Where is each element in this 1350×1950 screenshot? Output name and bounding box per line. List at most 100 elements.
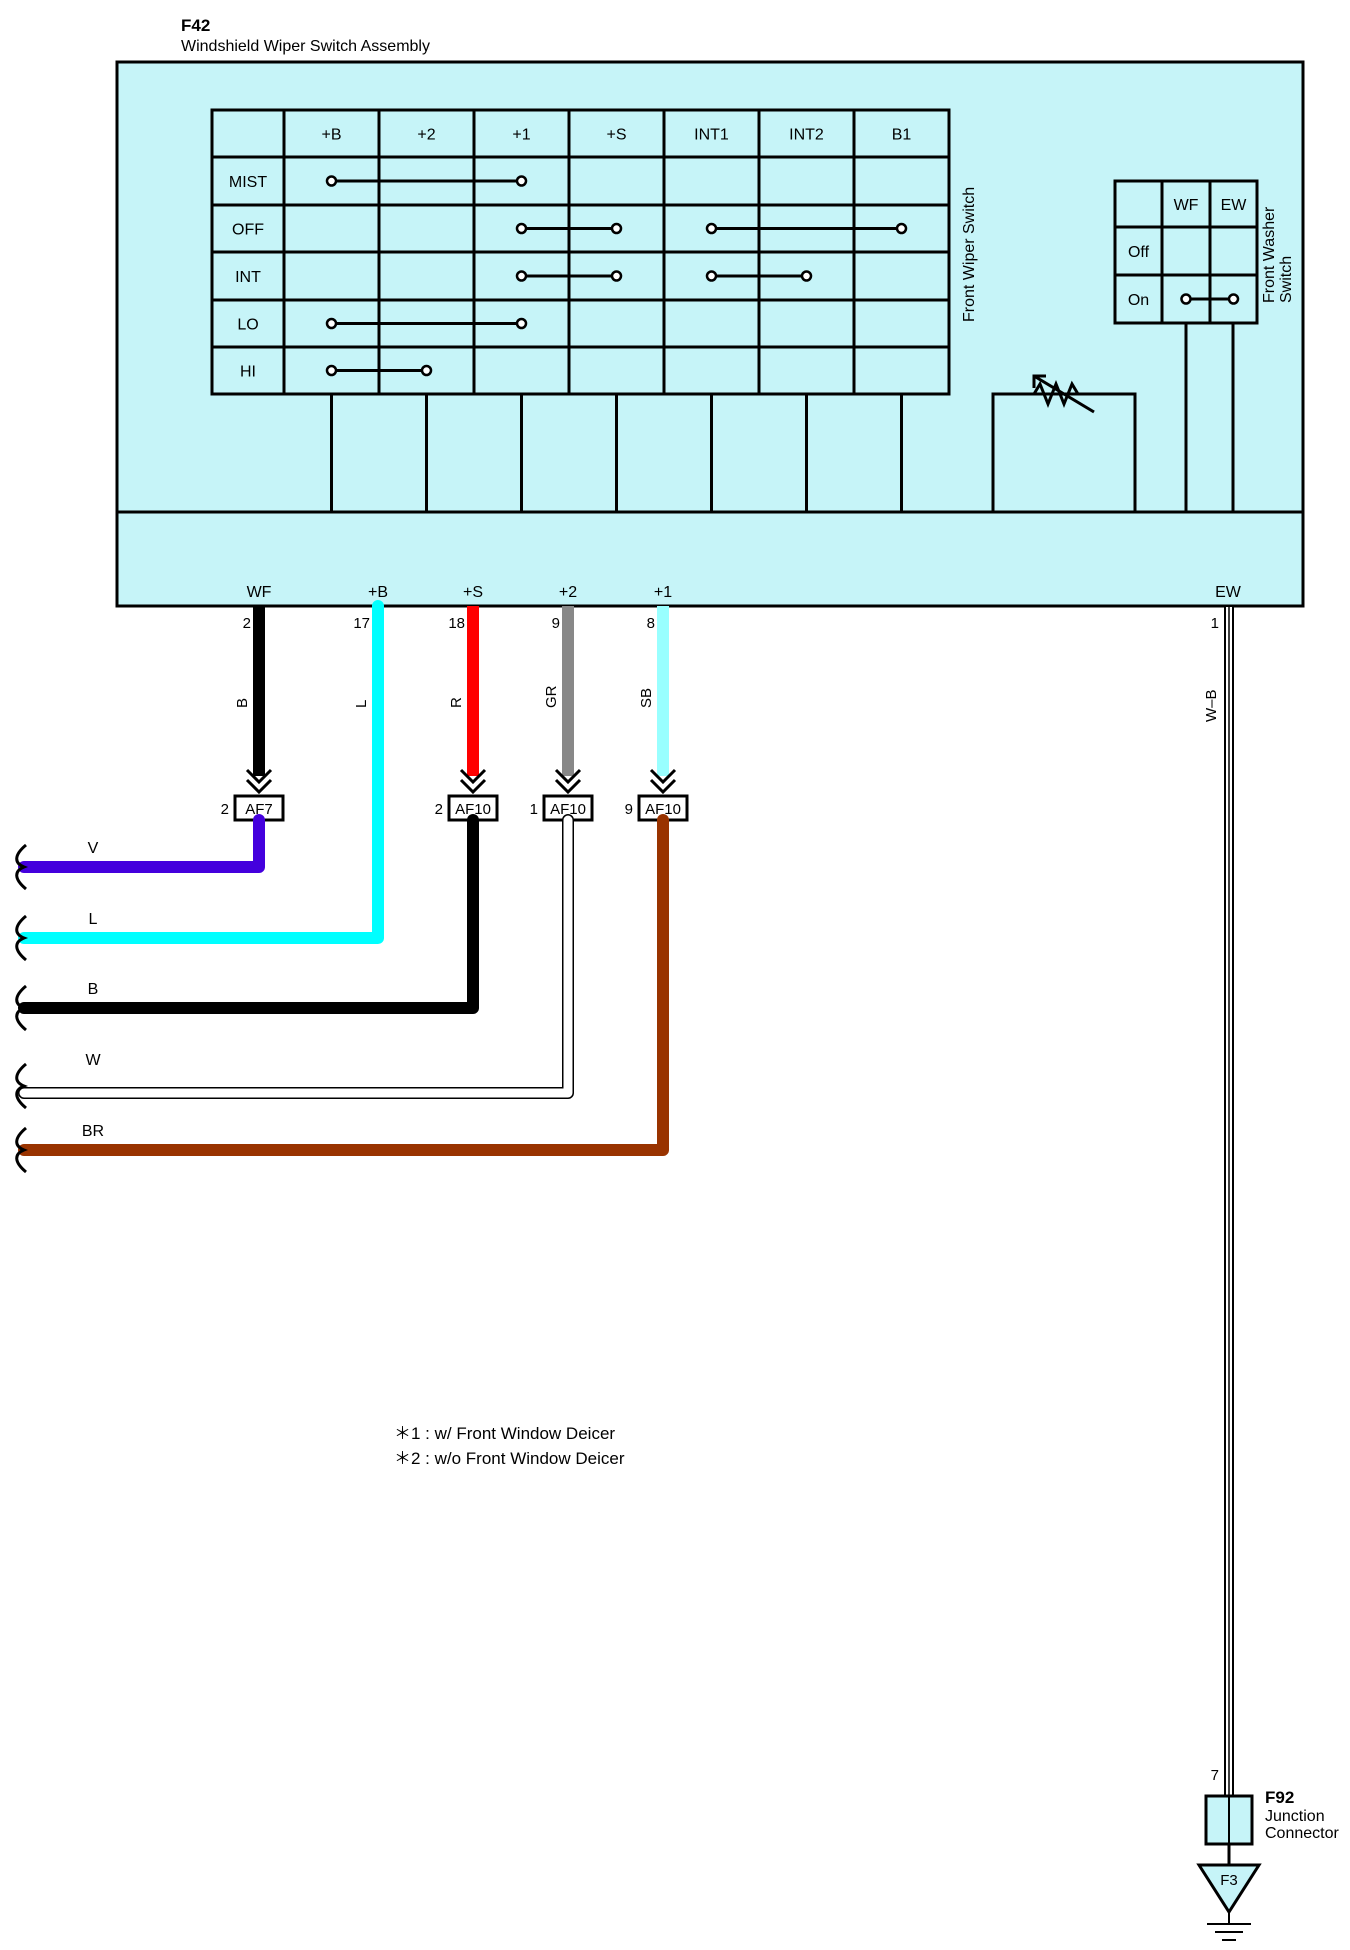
wire-break-icon: [15, 1062, 29, 1110]
washer-col-header: EW: [1221, 197, 1248, 214]
connector-chevron: [554, 768, 582, 785]
resistor-zigzag: [1032, 379, 1080, 409]
ew-wire-color-code: W–B: [1203, 689, 1220, 722]
wire-color-code: L: [353, 700, 370, 708]
ground-triangle: [1196, 1863, 1262, 1915]
wiper-col-header: INT1: [694, 127, 729, 144]
terminal-name: +1: [654, 584, 672, 601]
terminal-pin-number: 18: [448, 615, 465, 632]
wiper-col-header: B1: [892, 127, 912, 144]
wiper-contact-point: [420, 364, 433, 377]
wire-break-icon: [15, 984, 29, 1032]
outgoing-wire-outline: [18, 814, 574, 1099]
ground-icon: [1207, 1912, 1251, 1941]
connector-chevron: [649, 778, 677, 795]
terminal-wire: [562, 606, 574, 776]
washer-row-label: On: [1128, 292, 1149, 309]
outgoing-wire: [18, 814, 479, 1014]
washer-contact-point: [1180, 293, 1192, 305]
outgoing-wire: [19, 815, 573, 1098]
ew-ground-wire: [1224, 605, 1234, 1797]
terminal-wire: [657, 606, 669, 776]
connector-chevron: [245, 768, 273, 785]
wiper-col-header: +2: [417, 127, 435, 144]
wiper-contact-point: [325, 175, 338, 187]
note-2: ＊2 : w/o Front Window Deicer: [394, 1449, 625, 1468]
resistor-arrow-head: [1032, 374, 1046, 388]
wiper-contact-point: [515, 222, 528, 235]
outgoing-wire: [18, 814, 669, 1156]
washer-contact-point: [1227, 293, 1240, 305]
wiper-contact-point: [515, 270, 528, 282]
connector-chevron: [459, 778, 487, 795]
wiper-row-label: LO: [237, 317, 258, 334]
washer-col-header: WF: [1174, 197, 1199, 214]
wiper-row-label: INT: [235, 269, 261, 286]
resistor-arrow-shaft: [1033, 374, 1095, 414]
connector-chevron: [459, 768, 487, 785]
connector-id: AF10: [550, 801, 586, 818]
terminal-name: +2: [559, 584, 577, 601]
variable-resistor: [991, 374, 1137, 512]
outgoing-wire-label: B: [88, 981, 99, 998]
wiper-contact-point: [895, 222, 908, 235]
wiper-contact-point: [800, 270, 813, 282]
connector-chevron: [554, 778, 582, 795]
outgoing-wire-label: L: [89, 911, 98, 928]
wiper-contact-point: [325, 317, 338, 330]
wiper-contact-point: [610, 222, 623, 235]
junction-name-line1: Junction: [1265, 1808, 1325, 1825]
wiper-contact-point: [515, 317, 528, 330]
outgoing-wire: [18, 814, 265, 873]
terminal-pin-number: 9: [552, 615, 560, 632]
wire-color-code: GR: [543, 685, 560, 708]
terminal-pin-number: 2: [243, 615, 251, 632]
wiper-contact-point: [610, 270, 623, 282]
wire-break-icon: [15, 914, 29, 962]
terminal-name-ew: EW: [1215, 584, 1242, 601]
terminal-wire: [253, 606, 265, 776]
connector-id: AF10: [455, 801, 491, 818]
terminal-name: WF: [247, 584, 272, 601]
wire-break-icon: [15, 1126, 29, 1174]
connector-pin-number: 9: [625, 801, 633, 818]
wiper-contact-point: [515, 175, 528, 187]
outgoing-wire-label: BR: [82, 1123, 104, 1140]
wire-color-code: SB: [638, 688, 655, 708]
note-1: ＊1 : w/ Front Window Deicer: [394, 1424, 615, 1443]
terminal-pin-number: 17: [353, 615, 370, 632]
connector-chevron: [649, 768, 677, 785]
ew-pin-number: 1: [1211, 615, 1219, 632]
wire-break-icon: [15, 843, 29, 891]
connector-id: AF10: [645, 801, 681, 818]
terminal-pin-number: 8: [647, 615, 655, 632]
wiper-contact-point: [325, 364, 338, 377]
connector-pin-number: 2: [221, 801, 229, 818]
wiper-col-header: +S: [606, 127, 626, 144]
washer-row-label: Off: [1128, 244, 1150, 261]
washer-switch-label-line1: Front Washer: [1261, 206, 1278, 303]
wiper-col-header: +1: [512, 127, 530, 144]
junction-name-line2: Connector: [1265, 1825, 1339, 1842]
outgoing-wire-label: W: [85, 1052, 101, 1069]
wiper-col-header: +B: [321, 127, 341, 144]
wiper-row-label: MIST: [229, 174, 267, 191]
inline-connector-AF10: [637, 794, 689, 822]
outgoing-wire-label: V: [88, 840, 99, 857]
connector-pin-number: 1: [530, 801, 538, 818]
wiper-switch-label: Front Wiper Switch: [961, 187, 978, 322]
switch-assembly-housing: [115, 60, 1305, 608]
ground-id: F3: [1220, 1872, 1238, 1889]
wire-color-code: R: [448, 697, 465, 708]
wiper-table-terminal-lines: [330, 394, 903, 512]
component-name: Windshield Wiper Switch Assembly: [181, 38, 430, 55]
component-id: F42: [181, 16, 210, 35]
wiper-row-label: OFF: [232, 222, 264, 239]
wiper-row-label: HI: [240, 364, 256, 381]
wire-color-code: B: [234, 698, 251, 708]
connector-id: AF7: [245, 801, 273, 818]
